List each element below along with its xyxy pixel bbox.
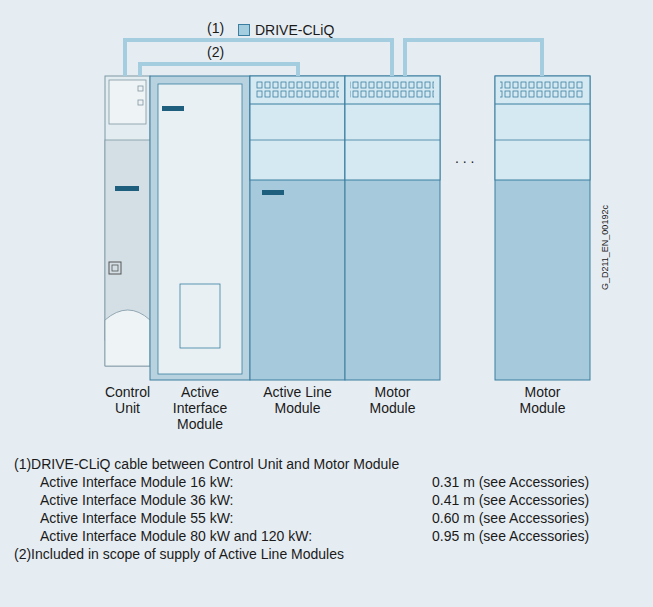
footnote-item: Active Interface Module 80 kW and 120 kW… — [40, 528, 312, 544]
footnote-item: Active Interface Module 36 kW: — [40, 492, 234, 508]
legend-swatch — [238, 24, 250, 36]
drive-cliq-cable — [140, 64, 298, 76]
drive-cliq-cable — [405, 40, 542, 76]
module-device: Motor Module — [345, 76, 440, 380]
footnote: (1)DRIVE-CLiQ cable between Control Unit… — [14, 456, 399, 472]
legend-entry: DRIVE-CLiQ — [238, 22, 334, 38]
footnote: (2)Included in scope of supply of Active… — [14, 546, 344, 562]
module-name: Active Interface Module — [158, 384, 242, 432]
cable-length: 0.41 m (see Accessories) — [432, 492, 589, 508]
module-device: Control Unit — [105, 76, 150, 366]
cable-length: 0.31 m (see Accessories) — [432, 474, 589, 490]
module-device: Motor Module — [495, 76, 590, 380]
legend-text: DRIVE-CLiQ — [255, 22, 334, 38]
module-name: Active Line Module — [258, 384, 338, 416]
drawing-id: G_D211_EN_00192c — [600, 205, 610, 290]
footnote-item: Active Interface Module 55 kW: — [40, 510, 234, 526]
callout-number: (1) — [205, 20, 226, 36]
module-name: Control Unit — [96, 384, 160, 416]
footnote-item: Active Interface Module 16 kW: — [40, 474, 234, 490]
module-name: Motor Module — [353, 384, 433, 416]
module-device: Active Interface Module — [150, 76, 250, 380]
callout-number: (2) — [205, 44, 226, 60]
cable-length: 0.95 m (see Accessories) — [432, 528, 589, 544]
module-device: Active Line Module — [250, 76, 345, 380]
drive-cliq-cable — [125, 40, 392, 76]
cable-length: 0.60 m (see Accessories) — [432, 510, 589, 526]
continuation-dots: . . . — [455, 150, 474, 166]
module-name: Motor Module — [503, 384, 583, 416]
